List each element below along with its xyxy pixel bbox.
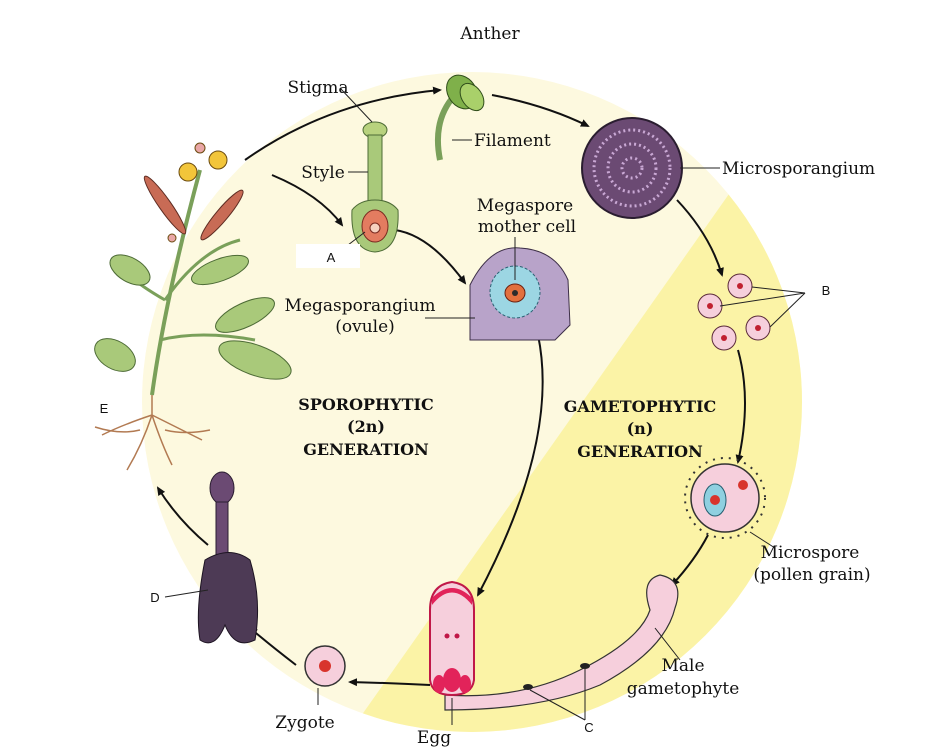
pollen-grain-illustration: [684, 457, 766, 539]
anther-illustration: [434, 74, 485, 161]
label-male-2: gametophyte: [627, 679, 740, 699]
label-microspore-2: (pollen grain): [753, 565, 870, 585]
label-microspore-1: Microspore: [761, 543, 860, 563]
gametophytic-title-3: GENERATION: [577, 442, 702, 461]
pistil-illustration: [351, 121, 399, 253]
label-megasporangium-1: Megasporangium: [285, 296, 436, 316]
egg-apparatus-illustration: [429, 580, 475, 697]
label-megaspore-2: mother cell: [478, 217, 576, 237]
label-egg: Egg: [417, 728, 451, 748]
flowering-plant: [94, 142, 292, 471]
generation-background: [142, 72, 802, 732]
label-anther: Anther: [459, 24, 520, 44]
label-zygote: Zygote: [275, 713, 334, 733]
sporophytic-title-1: SPOROPHYTIC: [298, 395, 433, 414]
label-megasporangium-2: (ovule): [335, 317, 395, 337]
label-c: C: [584, 720, 593, 735]
microspore-tetrad: [697, 273, 771, 351]
sporophytic-title-3: GENERATION: [303, 440, 428, 459]
label-a: A: [327, 250, 336, 265]
label-e: E: [100, 401, 109, 416]
cycle-arrows: [156, 86, 746, 687]
label-d: D: [150, 590, 159, 605]
zygote-illustration: [304, 645, 346, 687]
label-box-a: [296, 244, 360, 268]
label-b: B: [822, 283, 831, 298]
label-stigma: Stigma: [287, 78, 348, 98]
embryo-illustration: [197, 471, 259, 644]
label-filament: Filament: [474, 131, 551, 151]
sporophytic-title-2: (2n): [347, 417, 385, 436]
label-microsporangium: Microsporangium: [722, 159, 875, 179]
label-male-1: Male: [661, 656, 704, 676]
megasporangium-illustration: [469, 247, 571, 341]
gametophyte-region: [330, 150, 802, 732]
microsporangium-illustration: [581, 117, 683, 219]
gametophytic-title-1: GAMETOPHYTIC: [564, 397, 717, 416]
gametophytic-title-2: (n): [627, 419, 654, 438]
label-megaspore-1: Megaspore: [477, 196, 574, 216]
male-gametophyte-illustration: [444, 574, 679, 711]
leader-lines: [164, 87, 806, 725]
label-style: Style: [301, 163, 345, 183]
